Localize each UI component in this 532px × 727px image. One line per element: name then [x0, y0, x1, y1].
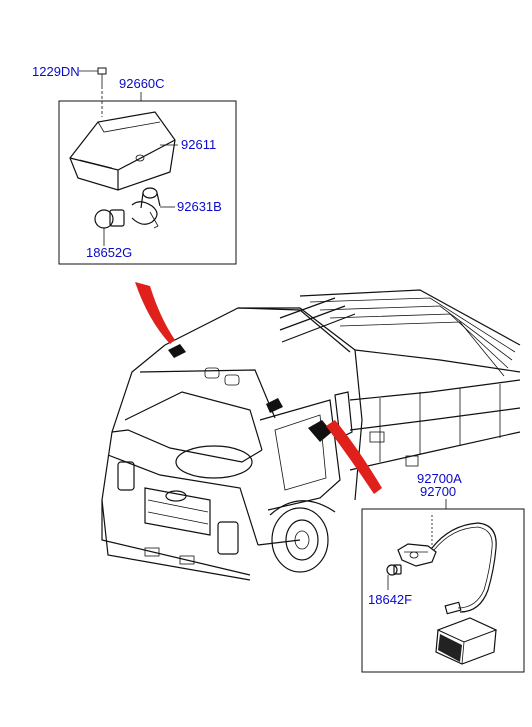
label-92700A[interactable]: 92700A	[417, 471, 462, 486]
door-lamp-socket-part	[397, 543, 437, 567]
pointer-arrow-door	[326, 420, 382, 494]
door-lamp-location	[308, 420, 332, 442]
door-lamp-detail: 92700A 92700 18642F	[361, 471, 525, 673]
label-18652G[interactable]: 18652G	[86, 245, 132, 260]
socket-part	[131, 187, 175, 229]
label-1229DN[interactable]: 1229DN	[32, 64, 80, 79]
label-92660C[interactable]: 92660C	[119, 76, 165, 91]
front-wheel	[269, 500, 336, 573]
truck-illustration	[101, 289, 521, 581]
cargo-bed	[279, 289, 521, 471]
label-92611[interactable]: 92611	[181, 137, 216, 152]
roof-lamp-detail: 1229DN 92660C 92611 92631B	[32, 64, 237, 265]
door-bulb-part	[386, 564, 402, 590]
cab	[101, 307, 363, 581]
marker-lamp-location	[266, 398, 283, 413]
pointer-arrow-roof	[135, 282, 175, 344]
bolt-part	[79, 67, 107, 117]
roof-lamp-frame	[58, 100, 237, 265]
label-18642F[interactable]: 18642F	[368, 592, 412, 607]
roof-lamp-location	[168, 344, 186, 358]
wiring-harness-part	[431, 515, 497, 615]
door-lamp-frame	[361, 508, 525, 673]
door-lamp-lens-part	[435, 617, 498, 665]
front-end	[101, 461, 251, 576]
label-92631B[interactable]: 92631B	[177, 199, 222, 214]
lens-cover-part	[69, 111, 178, 191]
label-92700[interactable]: 92700	[420, 484, 456, 499]
roof-bulb-part	[94, 209, 125, 246]
